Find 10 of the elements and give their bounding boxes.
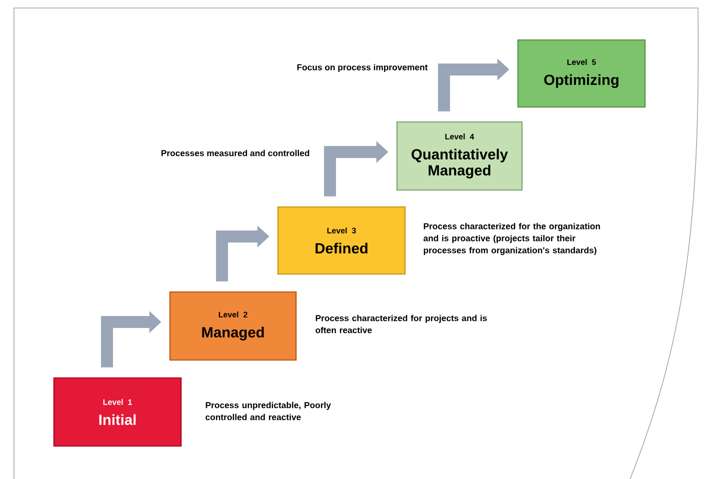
description: Process characterized for the organization and is proactive (projects tailor their processes from organization's standards) <box>424 222 600 256</box>
description: Focus on process improvement <box>297 64 428 72</box>
description: Process characterized for projects and is often reactive <box>316 314 487 334</box>
description: Process unpredictable, Poorly controlled and reactive <box>206 402 331 420</box>
level-box: Level 3 Defined <box>277 206 406 275</box>
level-box: Level 2 Managed <box>169 291 297 361</box>
level-box: Level 5 Optimizing <box>517 39 646 108</box>
level-box: Level 1 Initial <box>53 377 182 447</box>
description: Processes measured and controlled <box>161 150 310 156</box>
level-box: Level 4 Quantitatively Managed <box>396 121 523 191</box>
